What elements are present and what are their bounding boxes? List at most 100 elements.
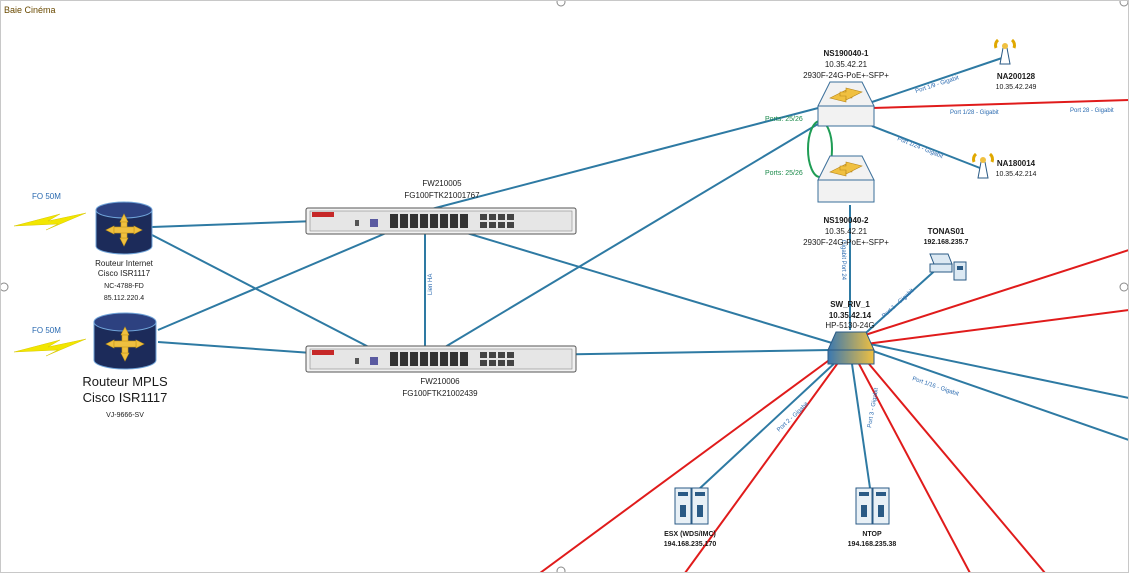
page-title: Baie Cinéma <box>4 5 56 15</box>
nas-line2: 192.168.235.7 <box>924 239 969 246</box>
red-link-6 <box>857 361 971 573</box>
link-fw1-sw1 <box>419 106 823 213</box>
ntop-line2: 194.168.235.38 <box>848 541 897 548</box>
resize-handle[interactable] <box>556 566 566 573</box>
nas-line1: TONAS01 <box>928 227 965 236</box>
link-sw1-ap2 <box>871 125 981 169</box>
switch-1[interactable]: NS190040-1 10.35.42.21 2930F-24G-PoE+-SF… <box>803 49 889 127</box>
switch-2[interactable]: NS190040-2 10.35.42.21 2930F-24G-PoE+-SF… <box>803 155 889 247</box>
label-port-1: Port 1 - Gigabit <box>881 288 915 320</box>
link-core-ntop <box>851 363 871 489</box>
router-internet-line3: NC-4788-FD <box>104 283 144 290</box>
router-mpls-line3: VJ-9666-SV <box>106 412 144 419</box>
label-gigabit-24: Gigabit Port 24 <box>840 240 846 281</box>
red-link-7 <box>863 357 1046 573</box>
link-fw2-sw1 <box>439 117 829 351</box>
firewall-icon <box>305 345 577 373</box>
fo-link-2: FO 50M <box>13 326 87 357</box>
ap1-line2: 10.35.42.249 <box>996 84 1037 91</box>
esx-line2: 194.168.235.170 <box>664 541 717 548</box>
firewall-2[interactable]: FW210006 FG100FTK21002439 <box>305 345 577 398</box>
link-sw1-ap1 <box>871 57 1003 103</box>
fo-link-1: FO 50M <box>13 192 87 231</box>
access-point-icon <box>994 38 1016 65</box>
link-fw1-core <box>449 227 833 344</box>
label-lien-ha: Lien HA <box>428 274 434 295</box>
firewall-1[interactable]: FW210005 FG100FTK21001767 <box>305 179 577 235</box>
label-ports-bottom: Ports: 25/26 <box>765 170 803 177</box>
core-line2: 10.35.42.14 <box>829 311 872 320</box>
access-point-2[interactable]: NA180014 10.35.42.214 <box>972 152 1037 179</box>
lightning-icon <box>13 338 87 357</box>
ap1-line1: NA200128 <box>997 72 1036 81</box>
label-port-2: Port 2 - Gigabit <box>776 401 810 433</box>
server-icon <box>855 487 890 525</box>
resize-handle[interactable] <box>0 282 9 292</box>
nas-device[interactable]: TONAS01 192.168.235.7 <box>924 227 969 281</box>
red-link-4 <box>539 357 833 573</box>
fo1-label: FO 50M <box>32 192 61 201</box>
fw2-line2: FG100FTK21002439 <box>402 389 478 398</box>
ntop-server[interactable]: NTOP 194.168.235.38 <box>848 487 897 548</box>
core-line1: SW_RIV_1 <box>830 300 870 309</box>
sw2-line2: 10.35.42.21 <box>825 227 868 236</box>
router-mpls-line1: Routeur MPLS <box>82 374 168 389</box>
core-line3: HP-5130-24G <box>825 321 874 330</box>
router-icon <box>95 201 153 255</box>
sw1-line1: NS190040-1 <box>824 49 869 58</box>
label-port-1-28: Port 1/28 - Gigabit <box>950 110 999 116</box>
link-core-esx <box>697 359 839 491</box>
red-link-3 <box>865 309 1129 345</box>
link-core-right2 <box>869 343 1129 399</box>
links-red <box>539 99 1129 573</box>
link-core-nas <box>857 265 941 341</box>
nas-icon <box>929 253 967 281</box>
fo2-label: FO 50M <box>32 326 61 335</box>
resize-handle[interactable] <box>556 0 566 7</box>
switch-icon <box>817 81 875 127</box>
link-rmpls-fw1 <box>157 224 406 331</box>
esx-line1: ESX (WDS/IMC) <box>664 531 716 538</box>
sw2-line3: 2930F-24G-PoE+-SFP+ <box>803 238 889 247</box>
router-mpls[interactable]: Routeur MPLS Cisco ISR1117 VJ-9666-SV <box>82 312 168 419</box>
links-blue <box>151 57 1129 491</box>
ap2-line1: NA180014 <box>997 159 1036 168</box>
core-switch[interactable]: SW_RIV_1 10.35.42.14 HP-5130-24G <box>825 300 875 365</box>
router-internet-line1: Routeur Internet <box>95 259 154 268</box>
label-port-28: Port 28 - Gigabit <box>1070 108 1114 114</box>
label-ports-top: Ports: 25/26 <box>765 116 803 123</box>
router-internet-line4: 85.112.220.4 <box>104 295 144 302</box>
ntop-line1: NTOP <box>862 531 882 538</box>
switch-icon <box>817 155 875 203</box>
lightning-icon <box>13 212 87 231</box>
ap2-line2: 10.35.42.214 <box>996 171 1037 178</box>
label-port-3: Port 3 - Gigabit <box>867 387 880 428</box>
firewall-icon <box>305 207 577 235</box>
sw1-line2: 10.35.42.21 <box>825 60 868 69</box>
fw1-line2: FG100FTK21001767 <box>404 191 480 200</box>
esx-server[interactable]: ESX (WDS/IMC) 194.168.235.170 <box>664 487 717 548</box>
resize-handle[interactable] <box>1119 282 1129 292</box>
link-rinet-fw2 <box>151 234 391 359</box>
red-link-1 <box>871 99 1129 109</box>
router-internet[interactable]: Routeur Internet Cisco ISR1117 NC-4788-F… <box>95 201 154 302</box>
resize-handle[interactable] <box>1119 0 1129 7</box>
access-point-icon <box>972 152 994 179</box>
link-labels: Ports: 25/26 Ports: 25/26 Lien HA Port 1… <box>428 75 1114 433</box>
sw1-line3: 2930F-24G-PoE+-SFP+ <box>803 71 889 80</box>
sw2-line1: NS190040-2 <box>824 216 869 225</box>
router-internet-line2: Cisco ISR1117 <box>98 269 151 278</box>
fw1-line1: FW210005 <box>422 179 462 188</box>
core-switch-icon <box>827 331 875 365</box>
access-point-1[interactable]: NA200128 10.35.42.249 <box>994 38 1037 91</box>
router-icon <box>93 312 157 370</box>
label-port-1-24: Port 1/24 - Gigabit <box>896 136 944 160</box>
fw2-line1: FW210006 <box>420 377 460 386</box>
server-icon <box>674 487 709 525</box>
red-link-5 <box>684 359 841 573</box>
link-core-right1 <box>869 349 1129 441</box>
router-mpls-line2: Cisco ISR1117 <box>83 390 168 405</box>
red-link-2 <box>861 249 1129 337</box>
